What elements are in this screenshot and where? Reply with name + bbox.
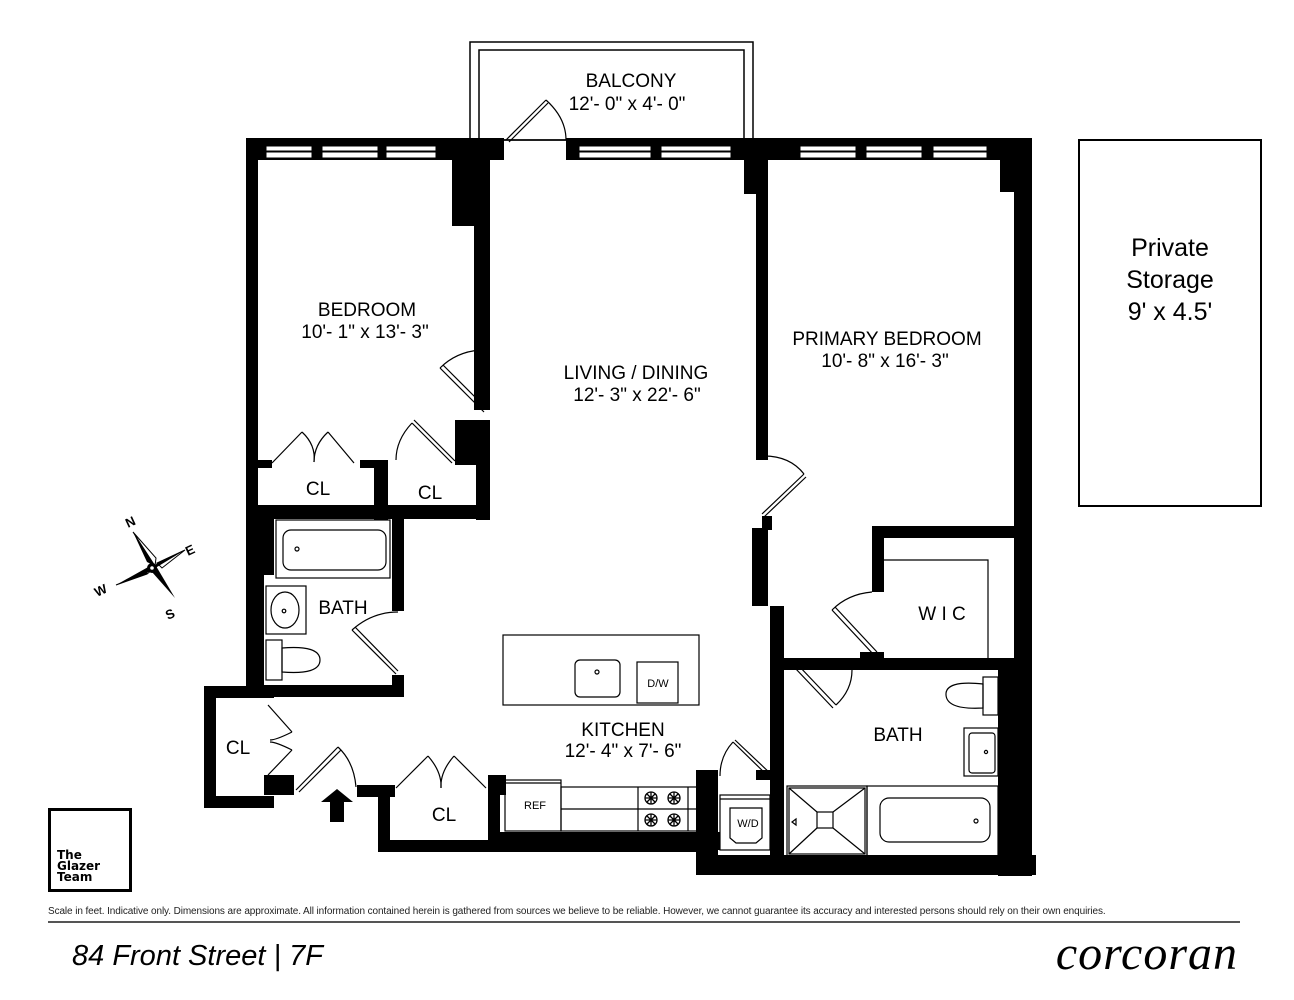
bedroom-label: BEDROOM [318, 300, 416, 321]
compass-w: W [92, 581, 110, 600]
room-labels: BEDROOM 10'- 1" x 13'- 3" LIVING / DININ… [226, 300, 982, 826]
storage-line3: 9' x 4.5' [1128, 298, 1213, 326]
balcony-dims: 12'- 0" x 4'- 0" [569, 94, 686, 115]
brand-logo: corcoran [1055, 927, 1238, 980]
floor-plan: BALCONY 12'- 0" x 4'- 0" [92, 41, 1262, 876]
compass-n: N [123, 513, 138, 531]
kitchen-dims: 12'- 4" x 7'- 6" [565, 741, 682, 762]
closet-4-label: CL [432, 805, 456, 826]
primary-bedroom-label: PRIMARY BEDROOM [792, 329, 981, 350]
bath-2-label: BATH [873, 725, 922, 746]
compass-s: S [163, 605, 177, 622]
windows [265, 145, 988, 159]
storage-line1: Private [1131, 234, 1209, 262]
fixtures [265, 519, 999, 857]
closet-2-label: CL [418, 483, 442, 504]
footer-divider [48, 921, 1240, 923]
living-dims: 12'- 3" x 22'- 6" [573, 385, 700, 406]
private-storage: Private Storage 9' x 4.5' [1078, 139, 1262, 507]
closet-1-label: CL [306, 479, 330, 500]
compass-e: E [183, 541, 197, 558]
doors [267, 99, 878, 793]
entry-arrow-icon [321, 789, 353, 822]
storage-line2: Storage [1126, 266, 1214, 294]
closet-3-label: CL [226, 738, 250, 759]
compass-icon: N E S W [92, 513, 197, 623]
wic-label: W I C [918, 604, 966, 625]
washer-dryer-label: W/D [737, 818, 758, 830]
dishwasher-label: D/W [647, 678, 669, 690]
glazer-team-logo: The Glazer Team [48, 808, 132, 892]
logo-text: The Glazer Team [57, 848, 101, 884]
kitchen-label: KITCHEN [581, 720, 664, 741]
address: 84 Front Street | 7F [72, 940, 323, 972]
walls [204, 138, 1036, 876]
bath-1-label: BATH [318, 598, 367, 619]
refrigerator-label: REF [524, 800, 546, 812]
balcony: BALCONY 12'- 0" x 4'- 0" [469, 41, 754, 141]
bedroom-dims: 10'- 1" x 13'- 3" [301, 322, 428, 343]
living-label: LIVING / DINING [564, 363, 709, 384]
stove-burners [644, 791, 681, 827]
balcony-label: BALCONY [586, 71, 677, 92]
disclaimer-text: Scale in feet. Indicative only. Dimensio… [48, 906, 1106, 917]
primary-bedroom-dims: 10'- 8" x 16'- 3" [821, 351, 948, 372]
